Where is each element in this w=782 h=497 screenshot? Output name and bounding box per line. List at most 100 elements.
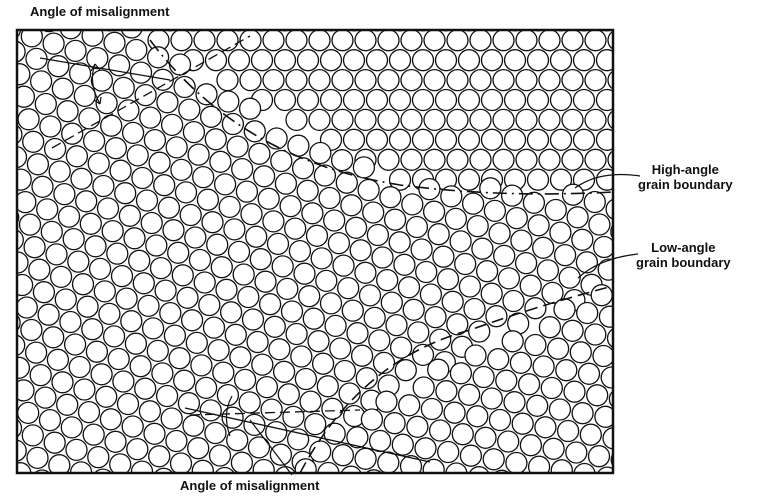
atom-circle [100, 409, 121, 430]
atom-circle [406, 217, 427, 238]
atom-circle [202, 212, 223, 233]
atom-circle [133, 273, 154, 294]
atom-circle [171, 159, 192, 180]
atom-circle [470, 149, 491, 170]
atom-circle [263, 30, 284, 51]
atom-circle [597, 467, 618, 488]
atom-circle [390, 10, 411, 31]
atom-circle [240, 70, 261, 91]
atom-circle [378, 30, 399, 51]
atom-circle [149, 446, 170, 467]
atom-circle [584, 192, 605, 213]
atom-circle [321, 50, 342, 71]
atom-circle [428, 224, 449, 245]
atom-circle [54, 184, 75, 205]
atom-circle [459, 276, 480, 297]
atom-circle [125, 333, 146, 354]
atom-circle [539, 70, 560, 91]
atom-circle [16, 297, 37, 318]
atom-circle [386, 474, 407, 495]
atom-circle [554, 299, 575, 320]
atom-circle [467, 406, 488, 427]
atom-circle [482, 129, 503, 150]
atom-circle [539, 149, 560, 170]
atom-circle [537, 260, 558, 281]
atom-circle [171, 30, 192, 51]
atom-circle [455, 254, 476, 275]
atom-circle [208, 340, 229, 361]
atom-circle [358, 180, 379, 201]
atom-circle [0, 395, 17, 416]
atom-circle [601, 367, 622, 388]
atom-circle [364, 307, 385, 328]
atom-circle [401, 149, 422, 170]
low-angle-label-line2: grain boundary [636, 255, 731, 270]
atom-circle [598, 259, 619, 280]
atom-circle [332, 70, 353, 91]
atom-circle [217, 70, 238, 91]
atom-circle [84, 131, 105, 152]
atom-circle [71, 168, 92, 189]
atom-circle [413, 377, 434, 398]
atom-circle [314, 165, 335, 186]
atom-circle [139, 401, 160, 422]
atom-circle [506, 208, 527, 229]
atom-circle [303, 308, 324, 329]
atom-circle [344, 129, 365, 150]
atom-circle [263, 211, 284, 232]
atom-circle [430, 420, 451, 441]
atom-circle [338, 278, 359, 299]
atom-circle [132, 461, 153, 482]
atom-circle [551, 10, 572, 31]
low-angle-boundary-label: Low-angle grain boundary [636, 240, 731, 270]
atom-circle [580, 424, 601, 445]
atom-circle [305, 414, 326, 435]
atom-circle [489, 223, 510, 244]
atom-circle [286, 70, 307, 91]
atom-circle [504, 392, 525, 413]
atom-circle [216, 279, 237, 300]
atom-circle [519, 374, 540, 395]
atom-circle [157, 386, 178, 407]
atom-circle [390, 129, 411, 150]
atom-circle [161, 408, 182, 429]
atom-circle [367, 225, 388, 246]
atom-circle [90, 258, 111, 279]
atom-circle [459, 10, 480, 31]
atom-circle [274, 361, 295, 382]
atom-circle [470, 30, 491, 51]
atom-circle [256, 377, 277, 398]
atom-circle [246, 226, 267, 247]
atom-circle [367, 10, 388, 31]
atom-circle [282, 301, 303, 322]
atom-circle [69, 357, 90, 378]
atom-circle [83, 424, 104, 445]
atom-circle [473, 367, 494, 388]
atom-circle [482, 90, 503, 111]
atom-circle [533, 237, 554, 258]
atom-circle [252, 50, 273, 71]
atom-circle [8, 357, 29, 378]
atom-circle [183, 122, 204, 143]
atom-circle [585, 30, 606, 51]
atom-circle [447, 70, 468, 91]
atom-circle [355, 109, 376, 130]
atom-circle [298, 10, 319, 31]
atom-circle [597, 10, 618, 31]
atom-circle [157, 92, 178, 113]
atom-circle [324, 210, 345, 231]
atom-circle [376, 391, 397, 412]
atom-circle [164, 325, 185, 346]
atom-circle [332, 109, 353, 130]
atom-circle [119, 205, 140, 226]
atom-circle [465, 345, 486, 366]
atom-circle [275, 90, 296, 111]
atom-circle [490, 410, 511, 431]
atom-circle [93, 176, 114, 197]
atom-circle [204, 317, 225, 338]
atom-circle [59, 206, 80, 227]
atom-circle [510, 352, 531, 373]
atom-circle [218, 91, 239, 112]
atom-circle [116, 288, 137, 309]
atom-circle [498, 431, 519, 452]
